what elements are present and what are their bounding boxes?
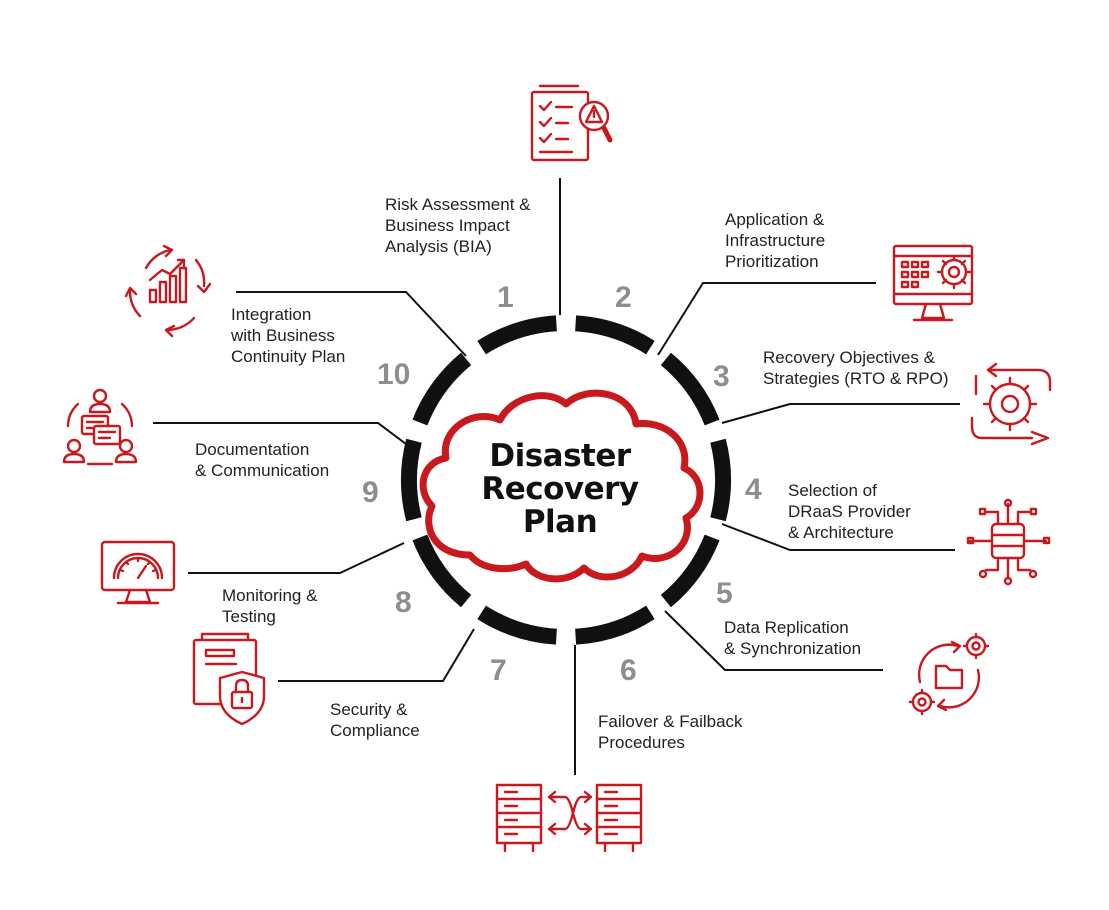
connector-7 [278, 628, 475, 682]
step-label-5: Data Replication & Synchronization [724, 618, 862, 658]
step-label-10: Integration with Business Continuity Pla… [231, 305, 346, 366]
connector-4 [721, 523, 955, 551]
step-number-3: 3 [713, 360, 730, 393]
diagram-title: Disaster Recovery Plan [481, 438, 639, 540]
growth-cycle-icon [124, 244, 212, 338]
step-label-3: Recovery Objectives & Strategies (RTO & … [763, 348, 949, 388]
step-label-9: Documentation & Communication [195, 440, 330, 480]
step-number-7: 7 [490, 654, 507, 687]
cloud-shape [419, 389, 704, 583]
connector-9 [153, 422, 407, 445]
ring-segment-6 [477, 605, 558, 645]
gear-cycle-icon [970, 362, 1052, 446]
step-number-4: 4 [745, 473, 762, 506]
step-label-8: Monitoring & Testing [222, 586, 318, 626]
ring-segment-8 [401, 438, 422, 522]
step-number-6: 6 [620, 654, 637, 687]
ring-segment-3 [710, 438, 731, 522]
connector-10 [236, 291, 467, 357]
connector-5 [664, 610, 883, 671]
ring-segment-7 [412, 534, 472, 608]
step-label-4: Selection of DRaaS Provider & Architectu… [788, 481, 911, 542]
connector-3 [721, 403, 960, 424]
step-number-8: 8 [395, 586, 412, 619]
ring-segment-2 [660, 352, 720, 426]
step-numbers: 1 2 3 4 5 6 7 8 9 10 [362, 281, 762, 687]
step-label-7: Security & Compliance [330, 700, 420, 740]
checklist-warning-icon [530, 84, 613, 162]
step-number-5: 5 [716, 577, 733, 610]
team-chat-icon [62, 388, 138, 466]
connector-lines [153, 178, 960, 775]
database-network-icon [966, 498, 1051, 586]
connector-8 [188, 542, 405, 574]
ring-segment-1 [574, 315, 655, 355]
ring-segment-4 [660, 534, 720, 608]
ring [401, 315, 731, 645]
step-label-6: Failover & Failback Procedures [598, 712, 743, 752]
connector-2 [657, 282, 876, 356]
step-number-9: 9 [362, 476, 379, 509]
folder-sync-icon [908, 632, 990, 716]
monitor-gear-icon [892, 244, 974, 322]
document-lock-icon [192, 632, 266, 726]
ring-segment-10 [477, 315, 558, 355]
step-number-2: 2 [615, 281, 632, 314]
ring-segment-9 [412, 352, 472, 426]
step-number-1: 1 [497, 281, 514, 314]
step-label-2: Application & Infrastructure Prioritizat… [725, 210, 826, 271]
ring-segment-5 [574, 605, 655, 645]
step-label-1: Risk Assessment & Business Impact Analys… [385, 195, 531, 256]
gauge-monitor-icon [100, 540, 176, 605]
server-switch-icon [495, 783, 643, 853]
step-number-10: 10 [377, 358, 410, 391]
